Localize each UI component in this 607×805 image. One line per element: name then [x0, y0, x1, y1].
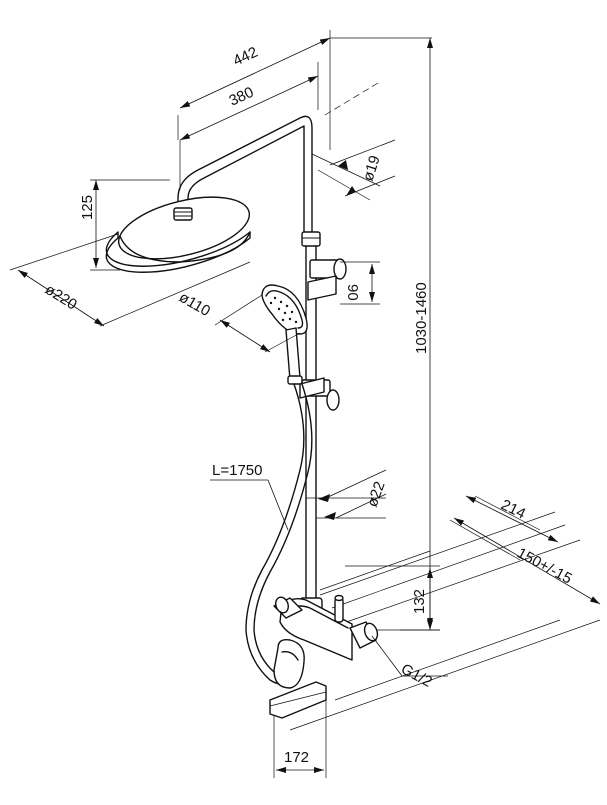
bath-spout — [269, 681, 327, 719]
dimension-172: 172 — [273, 700, 327, 778]
upper-slide-bracket — [307, 258, 347, 301]
label-o220: ø220 — [42, 281, 80, 314]
label-o110: ø110 — [176, 289, 213, 320]
thermostatic-mixer — [273, 594, 379, 689]
dimension-380: 380 — [179, 62, 319, 190]
dimension-125: 125 — [79, 179, 170, 271]
dimension-90: 90 — [340, 261, 380, 305]
label-132: 132 — [411, 589, 428, 614]
hand-shower — [261, 284, 308, 385]
hand-shower-nozzles — [269, 296, 298, 324]
label-hose-length: L=1750 — [212, 462, 262, 479]
shower-arm — [177, 115, 313, 237]
dimension-214: 214 — [465, 495, 559, 543]
overhead-shower-head — [105, 196, 251, 273]
label-90: 90 — [344, 284, 361, 301]
dimension-442: 442 — [177, 30, 331, 150]
label-o19: ø19 — [360, 153, 384, 183]
label-125: 125 — [79, 195, 96, 220]
label-150: 150+/-15 — [514, 545, 575, 588]
dimension-height: 1030-1460 — [330, 37, 440, 631]
label-214: 214 — [498, 496, 528, 522]
lower-slide-bracket — [299, 377, 340, 411]
label-g12: G1/2 — [398, 661, 435, 691]
label-172: 172 — [284, 749, 309, 766]
dimension-o19: ø19 — [311, 139, 396, 201]
dimension-hose-length: L=1750 — [210, 462, 289, 531]
label-442: 442 — [231, 44, 261, 70]
dimension-o22: ø22 — [306, 469, 389, 520]
top-centerline — [324, 82, 379, 116]
label-height: 1030-1460 — [413, 282, 430, 354]
shower-hose — [245, 383, 313, 685]
label-380: 380 — [227, 84, 257, 110]
label-o22: ø22 — [364, 479, 389, 509]
dimension-150: 150+/-15 — [449, 517, 601, 605]
